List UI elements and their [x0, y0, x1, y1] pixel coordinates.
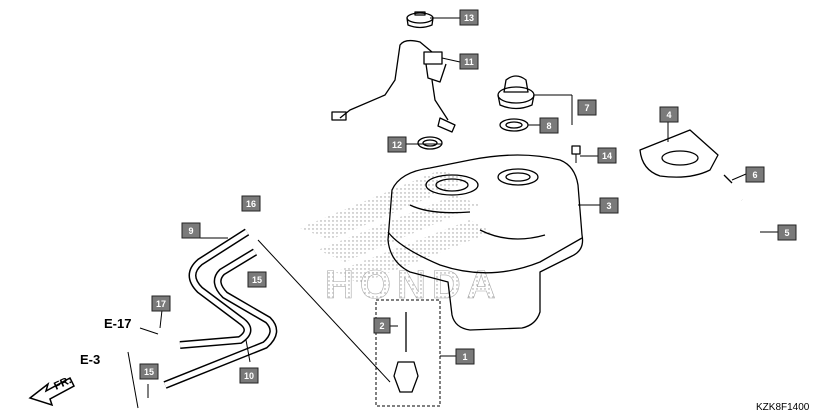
callout-13: 13: [459, 9, 479, 26]
callout-2: 2: [373, 317, 391, 334]
svg-text:6: 6: [752, 170, 757, 180]
svg-text:13: 13: [464, 13, 474, 23]
svg-text:4: 4: [666, 110, 671, 120]
fuel-line: [257, 239, 391, 383]
svg-text:7: 7: [584, 103, 589, 113]
callout-15-upper: 15: [247, 271, 267, 288]
svg-text:12: 12: [392, 140, 402, 150]
hose-10-part: [163, 248, 278, 389]
fuel-tank: [387, 154, 584, 331]
honda-wing-logo: HONDA: [300, 170, 502, 307]
reference-e17: E-17: [104, 316, 131, 331]
callout-12: 12: [387, 136, 407, 153]
leader-lines: [127, 17, 778, 409]
svg-text:11: 11: [464, 57, 474, 67]
svg-text:17: 17: [156, 299, 166, 309]
svg-text:15: 15: [252, 275, 262, 285]
svg-text:16: 16: [246, 199, 256, 209]
svg-text:2: 2: [379, 321, 384, 331]
svg-text:3: 3: [606, 201, 611, 211]
reference-e17-arrow: [139, 327, 159, 335]
callout-4: 4: [659, 106, 679, 123]
filler-cap-assy-part: [497, 75, 535, 132]
callout-5: 5: [777, 224, 797, 241]
svg-text:14: 14: [602, 151, 612, 161]
callout-3: 3: [599, 197, 619, 214]
hose-9-part: [179, 228, 252, 349]
reference-e3: E-3: [80, 352, 100, 367]
tray-part: [639, 129, 719, 178]
breather-tube-part: [723, 174, 764, 321]
callout-17: 17: [151, 295, 171, 312]
callout-10: 10: [239, 367, 259, 384]
callout-8: 8: [539, 117, 559, 134]
svg-text:8: 8: [546, 121, 551, 131]
svg-text:15: 15: [144, 367, 154, 377]
svg-text:5: 5: [784, 228, 789, 238]
callout-1: 1: [455, 348, 475, 365]
callout-11: 11: [459, 53, 479, 70]
honda-watermark-text: HONDA: [325, 263, 502, 307]
svg-text:10: 10: [244, 371, 254, 381]
bolt-part: [571, 145, 581, 163]
callout-15-lower: 15: [139, 363, 159, 380]
callout-9: 9: [181, 222, 201, 239]
seal-ring-part: [417, 136, 443, 150]
diagram-code: KZK8F1400: [756, 402, 810, 413]
front-direction-arrow: FR.: [28, 374, 75, 407]
fuel-cock-assy: [375, 299, 441, 407]
fuel-cap-part: [406, 11, 434, 29]
callout-14: 14: [597, 147, 617, 164]
fuel-pump-part: [331, 39, 456, 133]
svg-text:1: 1: [462, 352, 467, 362]
callout-6: 6: [745, 166, 765, 183]
callout-16: 16: [241, 195, 261, 212]
svg-text:9: 9: [188, 226, 193, 236]
callout-7: 7: [577, 99, 597, 116]
